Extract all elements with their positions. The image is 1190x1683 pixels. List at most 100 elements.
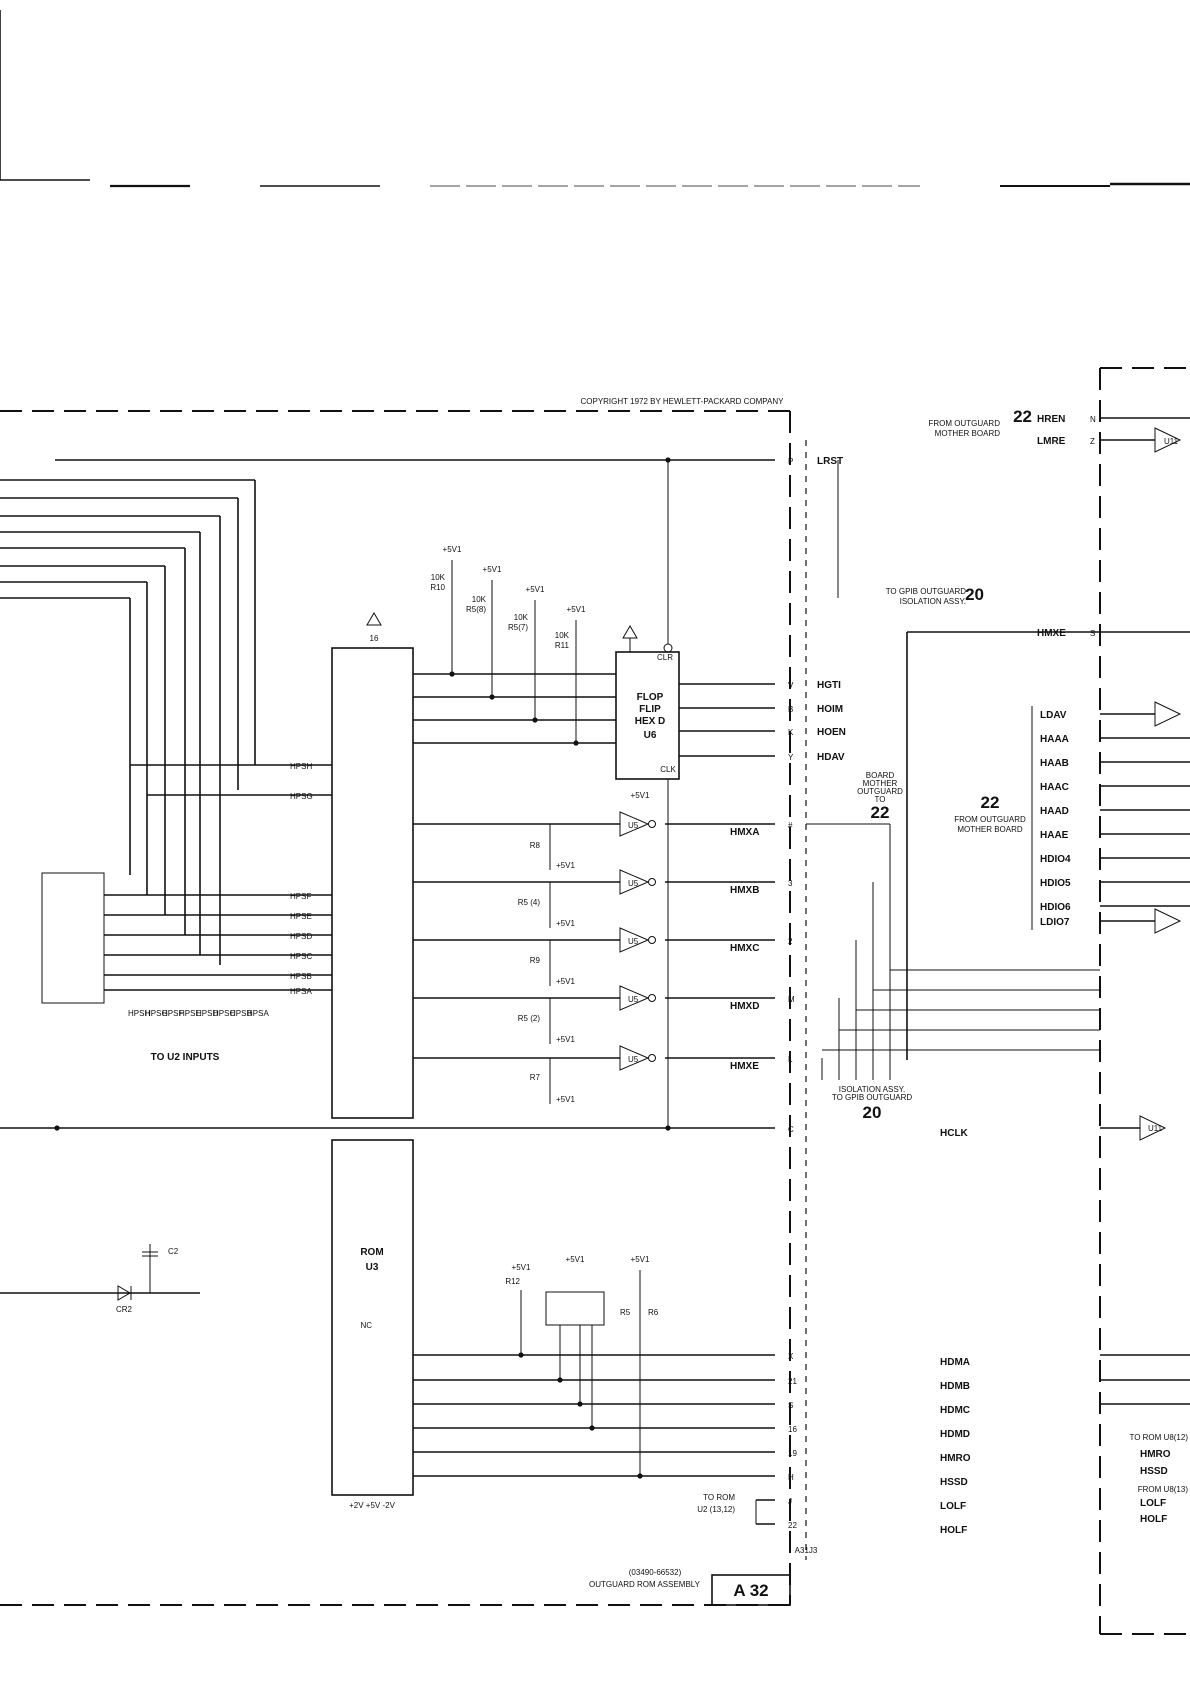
top-right-signals: HREN LMRE N Z U11 22 FROM OUTGUARD MOTHE…	[928, 407, 1190, 453]
u5-inverter-5	[619, 1045, 650, 1071]
u2-in-h: HPSH	[128, 1009, 150, 1018]
u5-ref-1: U5	[628, 821, 639, 830]
rom-pin-d: HPSD	[290, 932, 312, 941]
u6-line2: FLIP	[639, 704, 661, 715]
rom-u2-line1: TO ROM	[703, 1493, 735, 1502]
rom-pin-4: 19	[788, 1449, 797, 1458]
rom-pin-c: HPSC	[290, 952, 312, 961]
pullup-resistors-top: R10 10K +5V1 R5(8) 10K +5V1 R5(7) 10K +5…	[430, 545, 586, 650]
mux-e: HMXE	[730, 1061, 759, 1072]
ff-pin-4: Y	[788, 753, 794, 762]
rom-to-ff-wires	[413, 560, 616, 746]
mux-pin-c: 2	[788, 937, 793, 946]
u3-supply: +2V +5V -2V	[349, 1501, 395, 1510]
u5-inverter-3	[619, 927, 650, 953]
u6-supply: +5V1	[631, 791, 650, 800]
r12-supply: +5V1	[512, 1263, 531, 1272]
r5-2-supply: +5V1	[556, 1035, 575, 1044]
u11-buffer-ldav	[1154, 701, 1182, 727]
mb-top-line1: FROM OUTGUARD	[928, 419, 1000, 428]
board-outline	[0, 367, 1190, 1635]
mux-a: HMXA	[730, 827, 759, 838]
lmre-pin: Z	[1090, 437, 1095, 446]
u2-in-g: HPSG	[145, 1009, 168, 1018]
hren-label: HREN	[1037, 414, 1065, 425]
hclk-pin: C	[788, 1125, 794, 1134]
r5-7-value: 10K	[514, 613, 529, 622]
right-sig-3: HOLF	[1140, 1514, 1167, 1525]
mux-pin-a: #	[788, 821, 793, 830]
rom-u2-line2: U2 (13,12)	[697, 1505, 735, 1514]
r5-8-value: 10K	[472, 595, 487, 604]
rom-pin-5: H	[788, 1473, 794, 1482]
r5-8-supply: +5V1	[483, 565, 502, 574]
u11-ref-top: U11	[1164, 437, 1179, 446]
r5-7-label: R5(7)	[508, 623, 528, 632]
mb-mid-right-num: 22	[981, 793, 1000, 812]
rom-pin-7: 22	[788, 1521, 797, 1530]
r8-ref: R8	[530, 841, 541, 850]
lmre-label: LMRE	[1037, 436, 1066, 447]
bus-9: LDIO7	[1040, 917, 1070, 928]
u2-in-e: HPSE	[179, 1009, 201, 1018]
u11-ref-hclk: U11	[1148, 1124, 1163, 1133]
u3-type: ROM	[360, 1247, 383, 1258]
r6-ref: R6	[648, 1308, 659, 1317]
u2-in-a: HPSA	[247, 1009, 269, 1018]
rom-pin-b: HPSB	[290, 972, 312, 981]
rom-pin-3: 16	[788, 1425, 797, 1434]
u6-clr: CLR	[657, 653, 673, 662]
hmxe-right-pin: S	[1090, 629, 1095, 638]
gpib-mid-line1: TO GPIB OUTGUARD	[832, 1093, 913, 1102]
title-block: A 32 OUTGUARD ROM ASSEMBLY (03490-66532)…	[589, 1546, 818, 1606]
hmxe-right: HMXE S	[906, 628, 1190, 1060]
bus-8: HDIO6	[1040, 902, 1071, 913]
rom-out-2: HDMC	[940, 1405, 970, 1416]
r5-net-ref: R5	[620, 1308, 631, 1317]
rom-pin-a: HPSA	[290, 987, 312, 996]
mux-c: HMXC	[730, 943, 759, 954]
r5-2-ref: R5 (2)	[518, 1014, 541, 1023]
gpib-top-num: 20	[965, 585, 984, 604]
gpib-mid-line2: ISOLATION ASSY.	[839, 1085, 905, 1094]
r5-4-supply: +5V1	[556, 919, 575, 928]
u2-in-c: HPSC	[213, 1009, 235, 1018]
r9-supply: +5V1	[556, 977, 575, 986]
u2-in-f: HPSF	[162, 1009, 183, 1018]
ff-out-4: HDAV	[817, 752, 845, 763]
ff-pin-2: B	[788, 705, 793, 714]
mb-mid-right-line2: MOTHER BOARD	[957, 825, 1023, 834]
u3-ref: U3	[366, 1262, 379, 1273]
c2-label: C2	[168, 1247, 179, 1256]
cr2-diode-icon	[117, 1285, 131, 1301]
r11-value: 10K	[555, 631, 570, 640]
r11-supply: +5V1	[567, 605, 586, 614]
u3-pin-16: 16	[370, 634, 379, 643]
power-components: CR2 C2	[0, 1244, 200, 1314]
bus-3: HAAC	[1040, 782, 1069, 793]
rom-pin-0: X	[788, 1352, 794, 1361]
rom-pin-f: HPSF	[290, 892, 311, 901]
u2-in-b: HPSB	[230, 1009, 252, 1018]
u11-buffer-hclk	[1139, 1115, 1167, 1141]
u6-line1: HEX D	[635, 716, 666, 727]
u6-line3: FLOP	[637, 692, 664, 703]
rom-outputs: HDMA HDMB HDMC HDMD HMRO HSSD LOLF HOLF …	[413, 1255, 971, 1536]
mux-callouts: 22 TO OUTGUARD MOTHER BOARD 20 TO GPIB O…	[806, 771, 1100, 1122]
title-block-ref: A 32	[733, 1581, 768, 1600]
r5-8-label: R5(8)	[466, 605, 486, 614]
rom-pin-6: J	[788, 1497, 792, 1506]
u5-inverter-4	[619, 985, 650, 1011]
title-block-part: (03490-66532)	[629, 1568, 682, 1577]
right-sig-1: HSSD	[1140, 1466, 1168, 1477]
ff-out-3: HOEN	[817, 727, 846, 738]
gpib-top-line1: TO GPIB OUTGUARD	[886, 587, 967, 596]
right-sig-2: LOLF	[1140, 1498, 1166, 1509]
u5-inverter-2	[619, 869, 650, 895]
r5-7-supply: +5V1	[526, 585, 545, 594]
rom-out-5: HSSD	[940, 1477, 968, 1488]
r12-ref: R12	[505, 1277, 520, 1286]
ff-pin-1: V	[788, 681, 794, 690]
rom-u8-line2: FROM U8(13)	[1138, 1485, 1189, 1494]
